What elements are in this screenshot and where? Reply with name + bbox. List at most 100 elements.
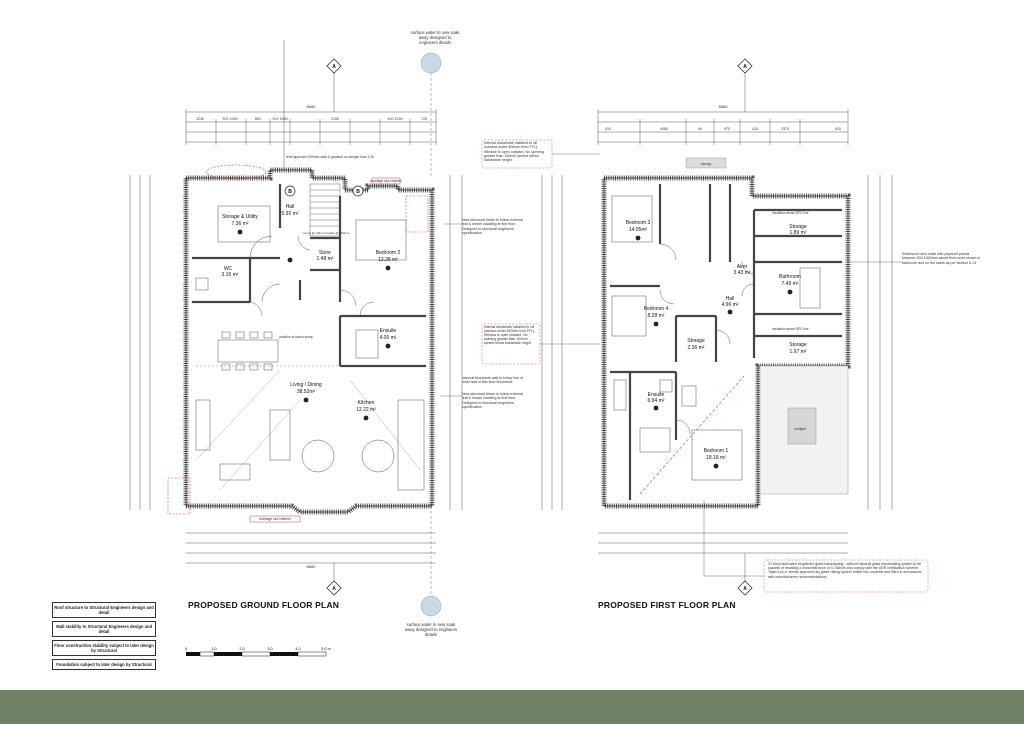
room-bathroom: Bathroom (779, 274, 801, 280)
ground-internal-walls (192, 184, 426, 368)
room-bedroom2: Bedroom 2 (376, 250, 401, 256)
room-kitchen: Kitchen (358, 400, 375, 406)
first-section-markers: A A (737, 58, 753, 596)
room-storage-utility-area: 7.36 m² (232, 221, 249, 227)
ground-dimension-lines (129, 111, 463, 564)
room-hall-first-area: 4.96 m² (722, 302, 739, 308)
svg-text:S/O 1000: S/O 1000 (222, 117, 237, 121)
svg-text:410: 410 (605, 127, 611, 131)
first-floor-plan: A A canopy insulation above DPC line ins… (541, 58, 893, 596)
note-balustrade-top: Internal balustrade installed to cill (w… (484, 141, 544, 163)
soakaway-top (420, 52, 442, 74)
room-hall-first: Hall (726, 296, 735, 302)
first-furniture (611, 195, 821, 481)
section-marker: A (737, 58, 753, 74)
section-marker: A (326, 58, 342, 74)
svg-text:position of radon sump: position of radon sump (279, 335, 313, 339)
room-hall-area: 5.90 m² (282, 211, 299, 217)
room-store: Store (319, 250, 331, 256)
room-storage-2: Storage (687, 338, 705, 344)
room-airer: Airer (737, 264, 748, 270)
room-bedroom1: Bedroom 1 (704, 448, 729, 454)
room-store-area: 1.48 m² (317, 256, 334, 262)
svg-text:410: 410 (835, 127, 841, 131)
note-beam-top: New structural beam to follow external l… (462, 218, 523, 235)
room-living-area: 38.52m² (297, 389, 316, 395)
svg-text:insulation above DPC line: insulation above DPC line (772, 327, 809, 331)
room-hall: Hall (286, 204, 295, 210)
svg-text:drainage slot channel: drainage slot channel (259, 517, 291, 521)
svg-text:4080: 4080 (660, 127, 668, 131)
room-kitchen-area: 12.22 m² (356, 407, 376, 413)
overall-width-first: 8680 (719, 104, 729, 109)
svg-text:0: 0 (185, 647, 187, 651)
svg-text:2150: 2150 (331, 117, 339, 121)
footer-band (0, 690, 1024, 724)
overall-width-ground-bottom: 8680 (307, 564, 317, 569)
svg-text:725: 725 (421, 117, 427, 121)
svg-text:insulation above DPC line: insulation above DPC line (772, 211, 809, 215)
room-storage-1-area: 1.89 m² (790, 230, 807, 236)
room-bedroom3: Bedroom 3 (626, 220, 651, 226)
room-living: Living / Dining (290, 382, 322, 388)
room-airer-area: 3.43 m² (734, 270, 751, 276)
section-marker: A (326, 580, 342, 596)
ground-floor-title: PROPOSED GROUND FLOOR PLAN (188, 600, 340, 610)
svg-text:canopy: canopy (701, 162, 712, 166)
room-bedroom3-area: 14.05m² (629, 227, 648, 233)
overall-width-ground: 8680 (307, 104, 317, 109)
svg-text:rooms @ 211mm treads @ 250mm: rooms @ 211mm treads @ 250mm (303, 231, 350, 235)
ground-stairs (309, 183, 341, 237)
note-surface-water-bottom: surface water to new soak away designed … (404, 622, 458, 637)
room-ensuite-first: Ensuite (648, 392, 665, 398)
room-ensuite-first-area: 6.94 m² (648, 398, 665, 404)
room-ensuite-area: 4.00 m² (380, 335, 397, 341)
legend-floor-construction: Floor construction stability subject to … (52, 640, 156, 656)
ground-furniture (195, 205, 425, 491)
svg-text:970: 970 (724, 127, 730, 131)
legend-roof-structure: Roof structure to Structural Engineers d… (52, 602, 156, 618)
first-internal-walls (610, 184, 842, 500)
svg-text:1.0: 1.0 (211, 647, 216, 651)
first-top-dimension-values: 410 4080 94 970 415 2375 410 (605, 127, 841, 131)
note-blockwork: Internal blockwork wall to follow line o… (462, 376, 523, 385)
room-bedroom4: Bedroom 4 (644, 306, 669, 312)
room-wc: WC (224, 266, 233, 272)
svg-text:A: A (743, 586, 747, 592)
scale-bar: 0 1.0 2.0 3.0 4.0 5.0 m (185, 647, 331, 657)
svg-text:S/O 1000: S/O 1000 (387, 117, 402, 121)
room-storage-3: Storage (789, 342, 807, 348)
room-bedroom2-area: 12.28 m² (378, 257, 398, 263)
svg-text:4.0: 4.0 (295, 647, 300, 651)
ground-top-dimension-values: 1230 S/O 1000 851 S/O 1000 2150 S/O 1000… (196, 117, 427, 121)
section-marker: A (737, 580, 753, 596)
room-bathroom-area: 7.49 m² (782, 281, 799, 287)
svg-text:2375: 2375 (781, 127, 789, 131)
svg-text:415: 415 (752, 127, 758, 131)
room-bedroom1-area: 18.18 m² (706, 455, 726, 461)
room-storage-1: Storage (789, 224, 807, 230)
room-wc-area: 3.15 m² (222, 272, 239, 278)
note-glass-balustrade: 21.5mm laminated toughened glass balustr… (768, 562, 922, 579)
note-surface-water-top: surface water to new soak away designed … (410, 30, 460, 45)
svg-text:level approach 900mm wide & gr: level approach 900mm wide & gradient no … (286, 155, 374, 159)
first-room-labels: Bedroom 3 14.05m² Storage 1.89 m² Bathro… (626, 220, 807, 461)
svg-text:A: A (332, 586, 336, 592)
svg-text:5.0 m: 5.0 m (321, 647, 331, 651)
ground-door-swings (247, 235, 375, 317)
note-balustrade-mid: Internal balustrade installed to cill (w… (484, 325, 536, 346)
first-floor-title: PROPOSED FIRST FLOOR PLAN (598, 600, 736, 610)
svg-text:2.0: 2.0 (239, 647, 244, 651)
room-storage-2-area: 2.36 m² (688, 345, 705, 351)
svg-text:B: B (288, 189, 292, 195)
room-ensuite: Ensuite (380, 328, 397, 334)
note-boxes (481, 139, 929, 593)
ground-floor-plan: A A B B Storage & Utility (129, 40, 463, 596)
svg-text:1230: 1230 (196, 117, 204, 121)
room-storage-3-area: 1.97 m² (790, 349, 807, 355)
svg-text:851: 851 (255, 117, 261, 121)
svg-text:B: B (356, 189, 360, 195)
svg-text:rooflight: rooflight (794, 427, 805, 431)
